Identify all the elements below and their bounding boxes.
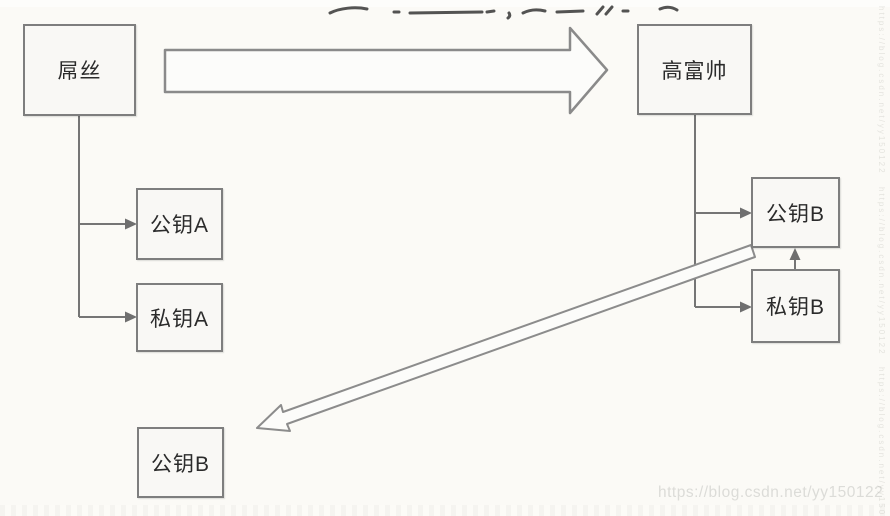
arrowhead-to-private-key-b xyxy=(740,301,752,313)
node-public-key-b-received: 公钥B xyxy=(137,427,224,498)
arrowhead-to-private-key-a xyxy=(125,311,137,323)
arrowhead-to-public-key-b xyxy=(740,207,752,219)
node-private-key-a: 私钥A xyxy=(136,283,223,352)
csdn-watermark-vertical-text: https://blog.csdn.net/yy150122 xyxy=(877,6,886,175)
node-diaosi: 屌丝 xyxy=(23,24,136,116)
arrowhead-private-b-to-public-b xyxy=(789,248,801,260)
block-arrow-diagonal-icon xyxy=(256,244,756,432)
csdn-watermark-vertical-text: https://blog.csdn.net/yy150122 xyxy=(877,367,886,516)
left-tree-connectors xyxy=(78,116,126,318)
csdn-watermark-vertical-text: https://blog.csdn.net/yy150122 xyxy=(877,186,886,356)
node-public-key-b: 公钥B xyxy=(751,177,840,248)
block-arrow-right-icon xyxy=(163,26,609,115)
arrowhead-to-public-key-a xyxy=(125,218,137,230)
node-public-key-a: 公钥A xyxy=(136,188,223,260)
cropped-title-fragments xyxy=(328,5,679,20)
bottom-edge-strip xyxy=(0,505,890,516)
node-gaofushuai: 高富帅 xyxy=(637,24,752,115)
node-private-key-b: 私钥B xyxy=(751,269,840,343)
csdn-watermark-url: https://blog.csdn.net/yy150122 xyxy=(658,484,884,501)
top-edge-strip xyxy=(0,0,890,7)
csdn-watermark-vertical: https://blog.csdn.net/yy150122 https://b… xyxy=(877,0,886,516)
